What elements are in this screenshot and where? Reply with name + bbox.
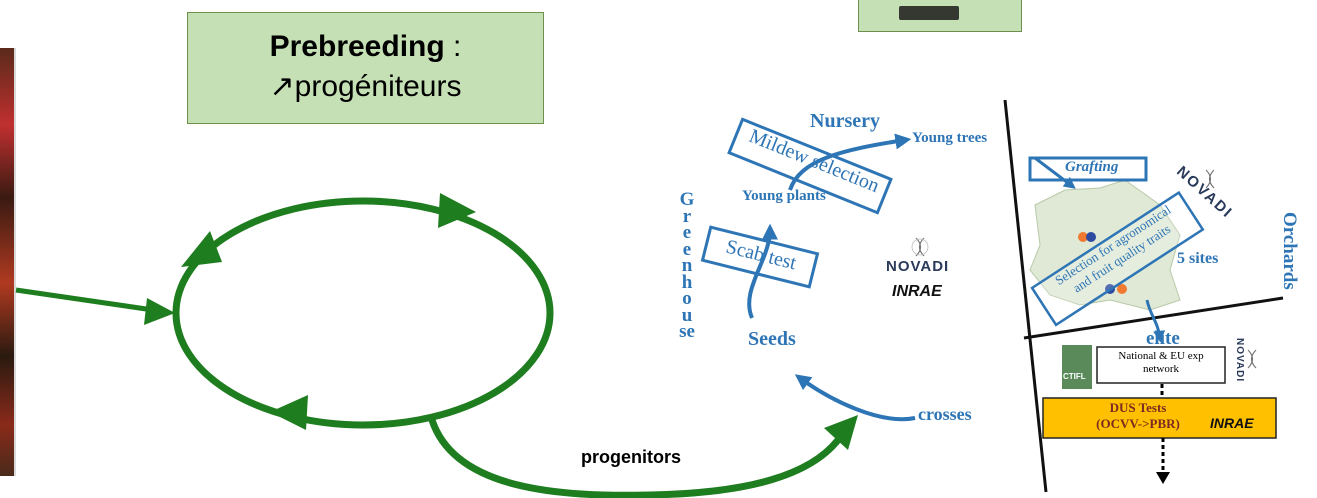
site-dot [1078,232,1088,242]
progenitors-label: progenitors [581,447,682,467]
seeds-label: Seeds [748,328,796,350]
grafting-arrow [1034,156,1076,189]
france-map [1029,179,1181,311]
mildew-box [727,117,893,215]
novadi-logo-vertical: NOVADI [1234,338,1245,383]
photo-edge [0,48,16,476]
prebreeding-separator: : [444,30,462,63]
grafting-label: Grafting [1065,159,1119,175]
cycle-arrowhead-bottom [270,395,308,430]
sites-label: 5 sites [1177,250,1219,267]
novadi-logo-center: NOVADI [886,258,950,275]
elite-arrow [1145,299,1166,343]
network-line1: National & EU exp [1118,350,1204,362]
dus-box [1042,397,1277,439]
dus-label: DUS Tests (OCVV->PBR) [1043,400,1233,432]
progenitors-arrowhead [824,415,858,450]
network-box [1096,346,1226,384]
site-dot [1117,284,1127,294]
selection-box [1030,190,1205,327]
network-line2: network [1142,363,1180,375]
down-arrowhead [1156,472,1170,484]
dna-icon [1247,349,1257,369]
progenitors-curve [428,418,841,498]
crosses-label: crosses [918,404,972,424]
dna-icon [911,237,929,257]
nursery-title: Nursery [810,110,880,132]
dus-inrae-logo: INRAE [1210,415,1254,431]
dus-line2: (OCVV->PBR) [1096,416,1180,431]
top-green-box [858,0,1022,32]
site-dot [1086,232,1096,242]
young-plants-label: Young plants [742,188,826,204]
scab-box [700,225,820,289]
inrae-logo-center: INRAE [892,283,942,300]
cycle-arrowhead-top [438,193,476,228]
cycle-ellipse [172,197,554,429]
prebreeding-title: Prebreeding [269,30,445,63]
elite-label: elite [1146,328,1180,349]
network-label: National & EU exp network [1097,350,1225,376]
input-arrowhead [144,298,175,325]
input-arrow [15,287,161,314]
cycle-arrowhead-left [181,231,222,267]
crosses-arrow [794,374,916,422]
young-trees-label: Young trees [912,130,988,146]
ctifl-logo [1062,345,1092,389]
dus-line1: DUS Tests [1109,400,1167,415]
prebreeding-box: Prebreeding : ↗progéniteurs [187,12,544,124]
ctifl-logo-text: CTIFL [1063,372,1086,381]
orchards-label: Orchards [1279,212,1300,290]
divider-vertical [1003,99,1048,493]
dna-icon [1205,169,1215,189]
prebreeding-subtitle: ↗progéniteurs [269,70,462,103]
greenhouse-label: Greenhouse [679,189,695,342]
